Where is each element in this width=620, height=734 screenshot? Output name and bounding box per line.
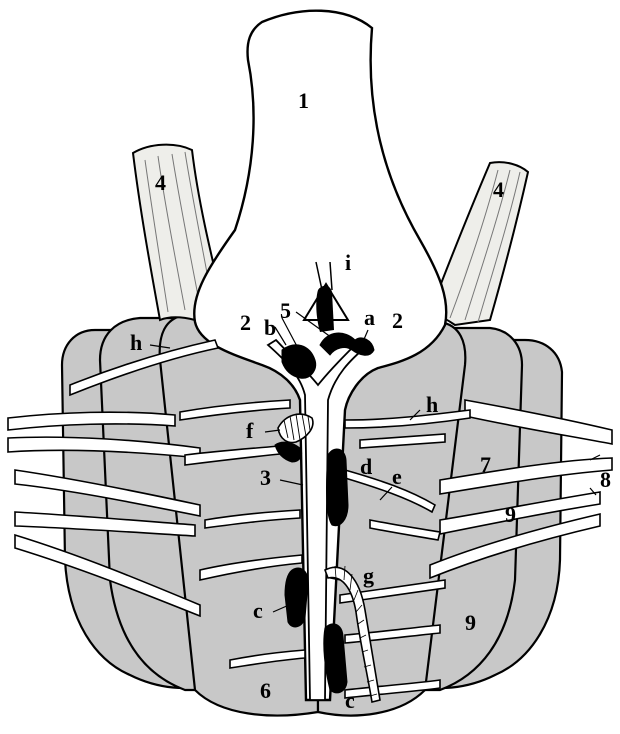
label-4-right: 4 bbox=[493, 177, 504, 202]
label-f: f bbox=[246, 418, 254, 443]
label-9-lower: 9 bbox=[465, 610, 476, 635]
label-d: d bbox=[360, 454, 372, 479]
label-e: e bbox=[392, 464, 402, 489]
label-3: 3 bbox=[260, 465, 271, 490]
label-c-left: c bbox=[253, 598, 263, 623]
label-h-right: h bbox=[426, 392, 438, 417]
label-7: 7 bbox=[480, 452, 491, 477]
vessel-d bbox=[327, 449, 348, 526]
label-9-upper: 9 bbox=[505, 502, 516, 527]
label-8: 8 bbox=[600, 467, 611, 492]
label-5: 5 bbox=[280, 298, 291, 323]
label-4-left: 4 bbox=[155, 170, 166, 195]
label-2-right: 2 bbox=[392, 308, 403, 333]
label-2-left: 2 bbox=[240, 310, 251, 335]
label-6: 6 bbox=[260, 678, 271, 703]
label-c-right: c bbox=[345, 688, 355, 713]
label-a: a bbox=[364, 305, 375, 330]
label-b: b bbox=[264, 315, 276, 340]
vessel-i bbox=[316, 286, 334, 332]
label-h-left: h bbox=[130, 330, 142, 355]
label-i: i bbox=[345, 250, 351, 275]
label-g: g bbox=[363, 563, 374, 588]
label-1: 1 bbox=[298, 88, 309, 113]
vessel-c-upper bbox=[285, 568, 308, 627]
